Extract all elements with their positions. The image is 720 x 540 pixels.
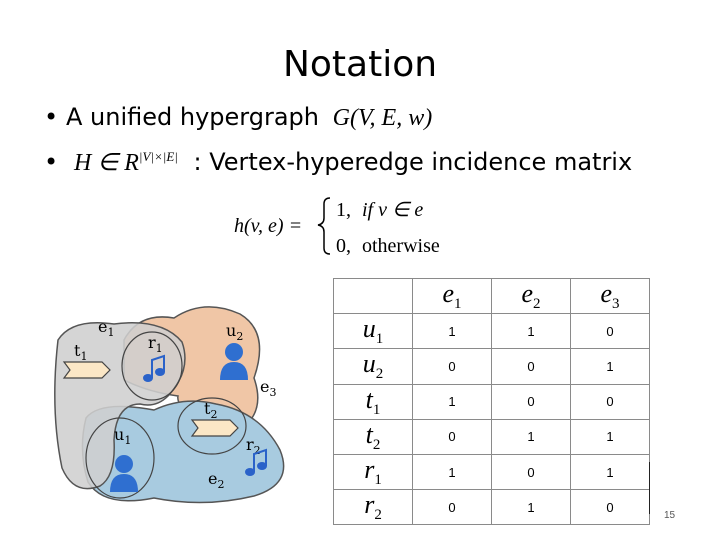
bullet-incidence: • H ∈ R|V|×|E| : Vertex-hyperedge inciden… xyxy=(44,148,632,177)
table-cell: 0 xyxy=(570,313,650,350)
label-r2: r2 xyxy=(246,435,261,457)
column-header: e3 xyxy=(570,277,650,315)
user-u2-icon xyxy=(220,343,248,380)
row-header: r2 xyxy=(333,489,413,526)
table-cell: 1 xyxy=(491,313,571,350)
table-row: r1 1 0 1 xyxy=(333,453,650,491)
label-e1: e1 xyxy=(98,317,114,339)
matrix-symbol: H ∈ R xyxy=(74,150,139,176)
tag-t2-icon xyxy=(190,419,239,437)
user-u1-icon xyxy=(110,455,138,492)
bullet-text: : Vertex-hyperedge incidence matrix xyxy=(193,148,633,176)
node-u1-group xyxy=(85,417,155,499)
label-t2: t2 xyxy=(204,399,217,421)
row-header: r1 xyxy=(333,453,413,491)
table-row: t1 1 0 0 xyxy=(333,383,650,420)
formula-case1-value: 1, xyxy=(336,199,351,221)
row-header: u2 xyxy=(333,348,413,385)
table-row: t2 0 1 1 xyxy=(333,418,650,455)
table-cell: 1 xyxy=(412,383,492,420)
page-number: 15 xyxy=(664,510,676,521)
table-row: u2 0 0 1 xyxy=(333,348,650,385)
column-header: e2 xyxy=(491,277,571,315)
table-cell: 0 xyxy=(491,348,571,385)
hypergraph-figure: e1 e2 e3 u2 u1 t1 t2 r1 r2 xyxy=(54,306,285,504)
bullet-text: A unified hypergraph xyxy=(66,103,319,131)
table-cell: 0 xyxy=(570,383,650,420)
bullet-dot: • xyxy=(44,103,59,131)
column-header: e1 xyxy=(412,277,492,315)
node-r1-group xyxy=(121,331,183,401)
formula-case2-value: 0, xyxy=(336,235,351,257)
table-cell: 1 xyxy=(412,453,492,491)
incidence-formula: h(v, e) = 1, if v ∈ e 0, otherwise xyxy=(234,197,440,257)
table-header-row: e1 e2 e3 xyxy=(333,277,650,315)
label-t1: t1 xyxy=(74,341,87,363)
table-cell: 1 xyxy=(491,418,571,455)
table-cell: 0 xyxy=(491,453,571,491)
bullet-dot: • xyxy=(44,148,59,176)
label-u2: u2 xyxy=(226,321,243,343)
table-corner-cell xyxy=(333,277,413,315)
label-e3: e3 xyxy=(260,377,276,399)
music-r2-icon xyxy=(245,448,267,476)
node-t2-group xyxy=(177,397,247,455)
table-cell: 0 xyxy=(412,418,492,455)
table-cell: 0 xyxy=(412,489,492,526)
table-cell: 1 xyxy=(570,348,650,385)
formula-case1-condition: if v ∈ e xyxy=(362,199,423,221)
matrix-dimension: |V|×|E| xyxy=(138,149,178,164)
formula-brace xyxy=(317,197,331,255)
formula-case2-condition: otherwise xyxy=(362,235,440,257)
row-header: t1 xyxy=(333,383,413,420)
table-row: u1 1 1 0 xyxy=(333,313,650,350)
incidence-matrix-table: e1 e2 e3 u1 1 1 0 u2 0 0 1 t1 1 0 0 t2 0… xyxy=(333,277,650,526)
formula-lhs: h(v, e) = xyxy=(234,215,302,237)
table-cell: 0 xyxy=(412,348,492,385)
label-u1: u1 xyxy=(114,425,131,447)
table-cell: 1 xyxy=(570,418,650,455)
slide-title: Notation xyxy=(282,44,438,85)
table-cell: 1 xyxy=(570,453,650,491)
row-header: t2 xyxy=(333,418,413,455)
music-r1-icon xyxy=(143,354,165,382)
bullet-hypergraph: •A unified hypergraph G(V, E, w) xyxy=(44,103,432,132)
table-cell: 0 xyxy=(491,383,571,420)
table-cell: 1 xyxy=(491,489,571,526)
divider-line xyxy=(649,462,650,514)
label-e2: e2 xyxy=(208,469,224,491)
row-header: u1 xyxy=(333,313,413,350)
table-cell: 1 xyxy=(412,313,492,350)
incidence-matrix-notation: H ∈ R|V|×|E| xyxy=(74,149,178,176)
table-row: r2 0 1 0 xyxy=(333,489,650,526)
label-r1: r1 xyxy=(148,333,163,355)
hypergraph-notation: G(V, E, w) xyxy=(332,105,433,131)
table-cell: 0 xyxy=(570,489,650,526)
tag-t1-icon xyxy=(62,361,111,379)
